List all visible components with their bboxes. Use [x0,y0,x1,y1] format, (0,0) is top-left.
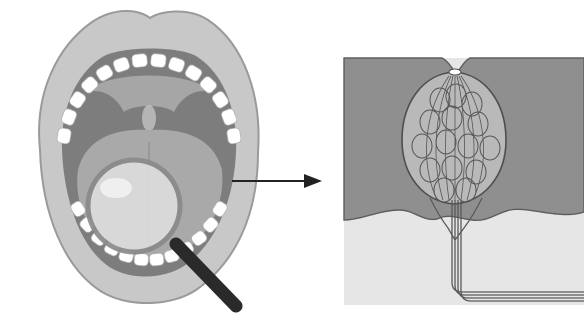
tooth [226,127,241,144]
tooth [132,53,148,68]
mouth-illustration [39,11,258,306]
tooth [56,127,71,144]
arrow-head [304,174,322,188]
tooth [150,53,166,68]
tooth [134,253,149,266]
tooth [149,253,164,266]
uvula [142,105,156,131]
taste-pore [449,69,461,75]
magnifier-lens [88,160,180,252]
taste-bud-illustration [344,58,584,305]
lens-highlight [100,178,132,198]
taste-bud [402,72,506,204]
